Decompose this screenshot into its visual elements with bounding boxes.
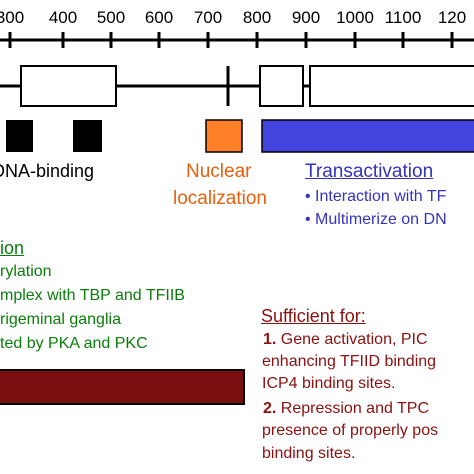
sufficient-title: Sufficient for: (261, 306, 366, 326)
nuclear-localization-block (205, 119, 243, 153)
nuclear-label-line2: localization (173, 188, 267, 209)
sufficient-item-2-line-2: presence of properly pos (262, 422, 439, 439)
scale-ticks (8, 32, 454, 48)
sufficient-item-1-line-2: enhancing TFIID binding (262, 353, 437, 370)
scale-tick-label: 900 (291, 8, 321, 27)
sufficient-item-2-number: 2. (263, 400, 277, 417)
transactivation-item-2: • Multimerize on DN (305, 211, 447, 228)
regulation-item-1: rylation (0, 263, 52, 280)
scale-tick-label: 400 (48, 8, 78, 27)
domain-box-2 (259, 65, 304, 107)
scale-tick-label: 600 (144, 8, 174, 27)
regulation-item-4: ted by PKA and PKC (0, 335, 148, 352)
transactivation-title: Transactivation (305, 161, 434, 182)
regulation-item-2: mplex with TBP and TFIIB (0, 287, 185, 304)
sufficient-item-2-line-1: 2. Repression and TPC (263, 400, 429, 418)
sufficient-item-1-number: 1. (263, 331, 277, 348)
scale-tick-label: 700 (193, 8, 223, 27)
scale-tick-label: 300 (0, 8, 25, 27)
scale-tick-label: 500 (96, 8, 126, 27)
dna-binding-block-2 (73, 120, 102, 152)
domain-box-1 (20, 65, 117, 107)
regulation-title: ion (0, 238, 25, 258)
nuclear-label-line1: Nuclear (186, 161, 252, 182)
sufficient-item-1-line-1: 1. Gene activation, PIC (263, 331, 428, 349)
transactivation-block (261, 119, 474, 153)
sufficient-item-2-text: Repression and TPC (276, 400, 430, 417)
sufficient-item-1-line-3: ICP4 binding sites. (262, 375, 396, 392)
transactivation-item-1: • Interaction with TF (305, 188, 447, 205)
dna-binding-label: DNA-binding (0, 161, 95, 181)
regulatory-region-bar (0, 369, 245, 405)
scale-tick-label: 1000 (336, 8, 374, 27)
domain-box-3 (309, 65, 474, 107)
regulation-item-3: rigeminal ganglia (0, 311, 121, 328)
scale-tick-label: 120 (437, 8, 467, 27)
sufficient-item-2-line-3: binding sites. (262, 445, 356, 462)
sufficient-item-1-text: Gene activation, PIC (276, 331, 428, 348)
scale-tick-label: 1100 (384, 8, 422, 27)
scale-tick-label: 800 (242, 8, 272, 27)
dna-binding-block-1 (6, 120, 33, 152)
